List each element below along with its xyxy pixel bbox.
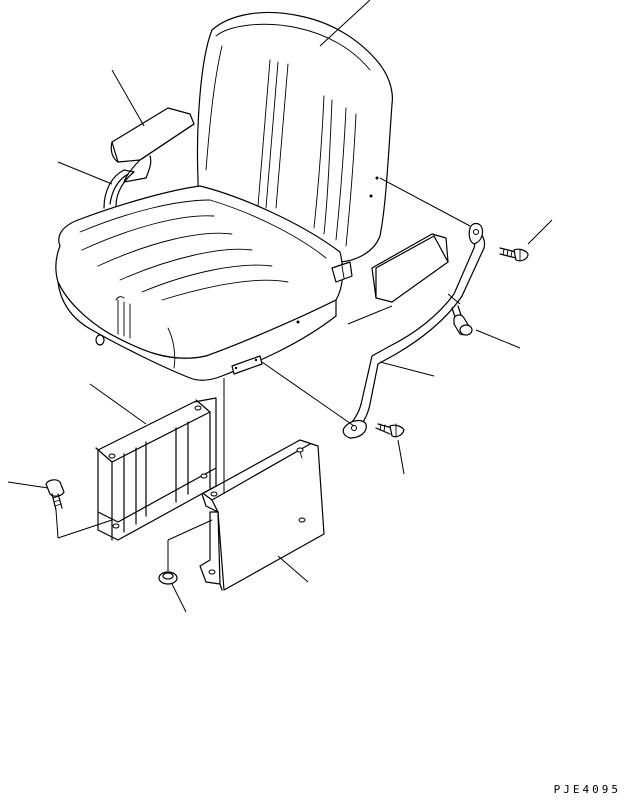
seat-mount-tab [232,356,262,374]
washer [452,306,472,335]
armrest-bolt-upper [500,248,528,261]
seat [56,12,393,380]
armrest-bolt-lower [376,424,404,437]
seat-cover-plate [200,440,324,590]
mount-nut [159,572,177,584]
right-armrest-bracket [343,224,484,439]
right-armrest [372,234,448,302]
drawing-code: PJE4095 [553,783,621,796]
leader-lines [8,0,552,612]
left-armrest-bracket [104,170,134,208]
seat-mount-bracket [96,398,216,540]
left-armrest [111,108,194,182]
mount-bolt [46,480,64,510]
